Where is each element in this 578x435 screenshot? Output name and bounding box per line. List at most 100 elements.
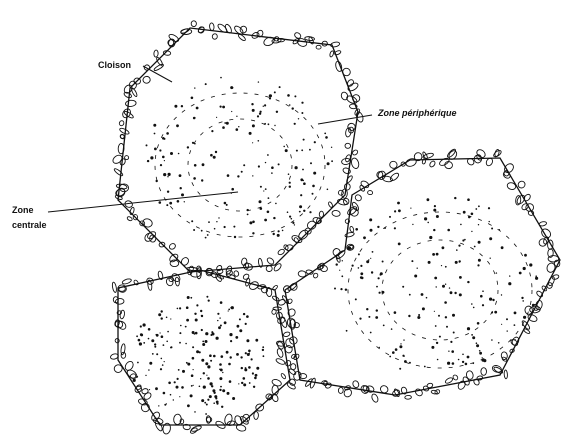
stipple-dot <box>220 77 222 79</box>
stipple-dot <box>194 164 197 167</box>
stipple-dot <box>177 200 180 203</box>
stipple-dot <box>267 211 270 214</box>
stipple-dot <box>154 344 155 345</box>
stipple-dot <box>170 152 173 155</box>
wall-pebble <box>294 322 300 328</box>
wall-pebble <box>341 67 351 77</box>
stipple-dot <box>180 187 182 189</box>
stipple-dot <box>200 310 202 312</box>
stipple-dot <box>260 111 262 113</box>
stipple-dot <box>301 102 303 104</box>
stipple-dot <box>482 357 483 358</box>
stipple-dot <box>218 326 221 329</box>
stipple-dot <box>209 354 212 357</box>
stipple-dot <box>238 126 239 127</box>
stipple-dot <box>170 394 172 396</box>
stipple-dot <box>471 334 473 336</box>
stipple-dot <box>213 355 216 358</box>
stipple-dot <box>168 382 171 385</box>
stipple-dot <box>300 194 302 196</box>
stipple-dot <box>446 326 448 328</box>
stipple-dot <box>263 106 264 107</box>
stipple-dot <box>156 334 157 335</box>
stipple-dot <box>435 325 437 327</box>
stipple-dot <box>149 389 150 390</box>
wall-pebble <box>280 373 286 380</box>
stipple-dot <box>368 316 370 318</box>
stipple-dot <box>207 365 210 368</box>
stipple-dot <box>429 236 432 239</box>
stipple-dot <box>309 211 311 213</box>
stipple-dot <box>410 208 411 209</box>
stipple-dot <box>480 295 483 298</box>
stipple-dot <box>379 292 381 294</box>
stipple-dot <box>201 230 203 232</box>
stipple-dot <box>363 236 366 239</box>
stipple-dot <box>514 324 516 326</box>
stipple-dot <box>444 301 447 304</box>
wall-pebble <box>414 388 424 398</box>
stipple-dot <box>296 150 298 152</box>
wall-pebble <box>444 377 453 385</box>
stipple-dot <box>170 318 171 319</box>
wall-pebble <box>548 256 559 262</box>
wall-pebble <box>493 149 503 158</box>
stipple-dot <box>292 222 294 224</box>
wall-pebble <box>272 285 278 291</box>
stipple-dot <box>259 200 262 203</box>
stipple-dot <box>148 369 150 371</box>
stipple-dot <box>359 318 361 320</box>
wall-pebble <box>504 370 508 379</box>
stipple-dot <box>224 321 227 324</box>
stipple-dot <box>205 237 207 239</box>
stipple-dot <box>355 298 357 300</box>
stipple-dot <box>216 117 217 118</box>
wall-pebble <box>216 264 223 271</box>
stipple-dot <box>482 304 484 306</box>
stipple-dot <box>201 329 203 331</box>
stipple-dot <box>436 215 439 218</box>
stipple-dot <box>228 363 231 366</box>
stipple-dot <box>243 313 245 315</box>
stipple-dot <box>149 362 152 365</box>
wall-pebble <box>266 265 273 272</box>
stipple-dot <box>170 346 172 348</box>
stipple-dot <box>231 111 232 112</box>
stipple-dot <box>213 392 215 394</box>
stipple-dot <box>179 396 180 397</box>
stipple-dot <box>376 286 378 288</box>
wall-pebble <box>242 273 250 280</box>
stipple-dot <box>398 209 401 212</box>
stipple-dot <box>276 111 278 113</box>
wall-pebble <box>466 370 474 380</box>
stipple-dot <box>478 259 481 262</box>
stipple-dot <box>216 221 217 222</box>
wall-pebble <box>180 419 184 424</box>
stipple-dot <box>529 263 532 266</box>
stipple-dot <box>258 81 259 82</box>
stipple-dot <box>230 307 232 309</box>
stipple-dot <box>208 221 210 223</box>
stipple-dot <box>264 219 267 222</box>
stipple-dot <box>456 249 458 251</box>
stipple-dot <box>473 307 475 309</box>
stipple-dot <box>206 404 208 406</box>
leader-zone-centrale <box>48 192 238 212</box>
stipple-dot <box>195 332 198 335</box>
wall-pebble <box>141 388 149 395</box>
stipple-dot <box>207 234 209 236</box>
stipple-dot <box>252 221 255 224</box>
stipple-dot <box>450 291 453 294</box>
stipple-dot <box>348 247 350 249</box>
stipple-dot <box>251 103 253 105</box>
stipple-dot <box>340 288 342 290</box>
stipple-dot <box>472 336 475 339</box>
stipple-dot <box>240 356 242 358</box>
stipple-dot <box>273 217 275 219</box>
wall-pebble <box>217 269 223 274</box>
stipple-dot <box>220 106 222 108</box>
wall-pebble <box>197 268 202 279</box>
stipple-dot <box>166 341 168 343</box>
stipple-dot <box>258 165 260 167</box>
stipple-dot <box>382 261 384 263</box>
